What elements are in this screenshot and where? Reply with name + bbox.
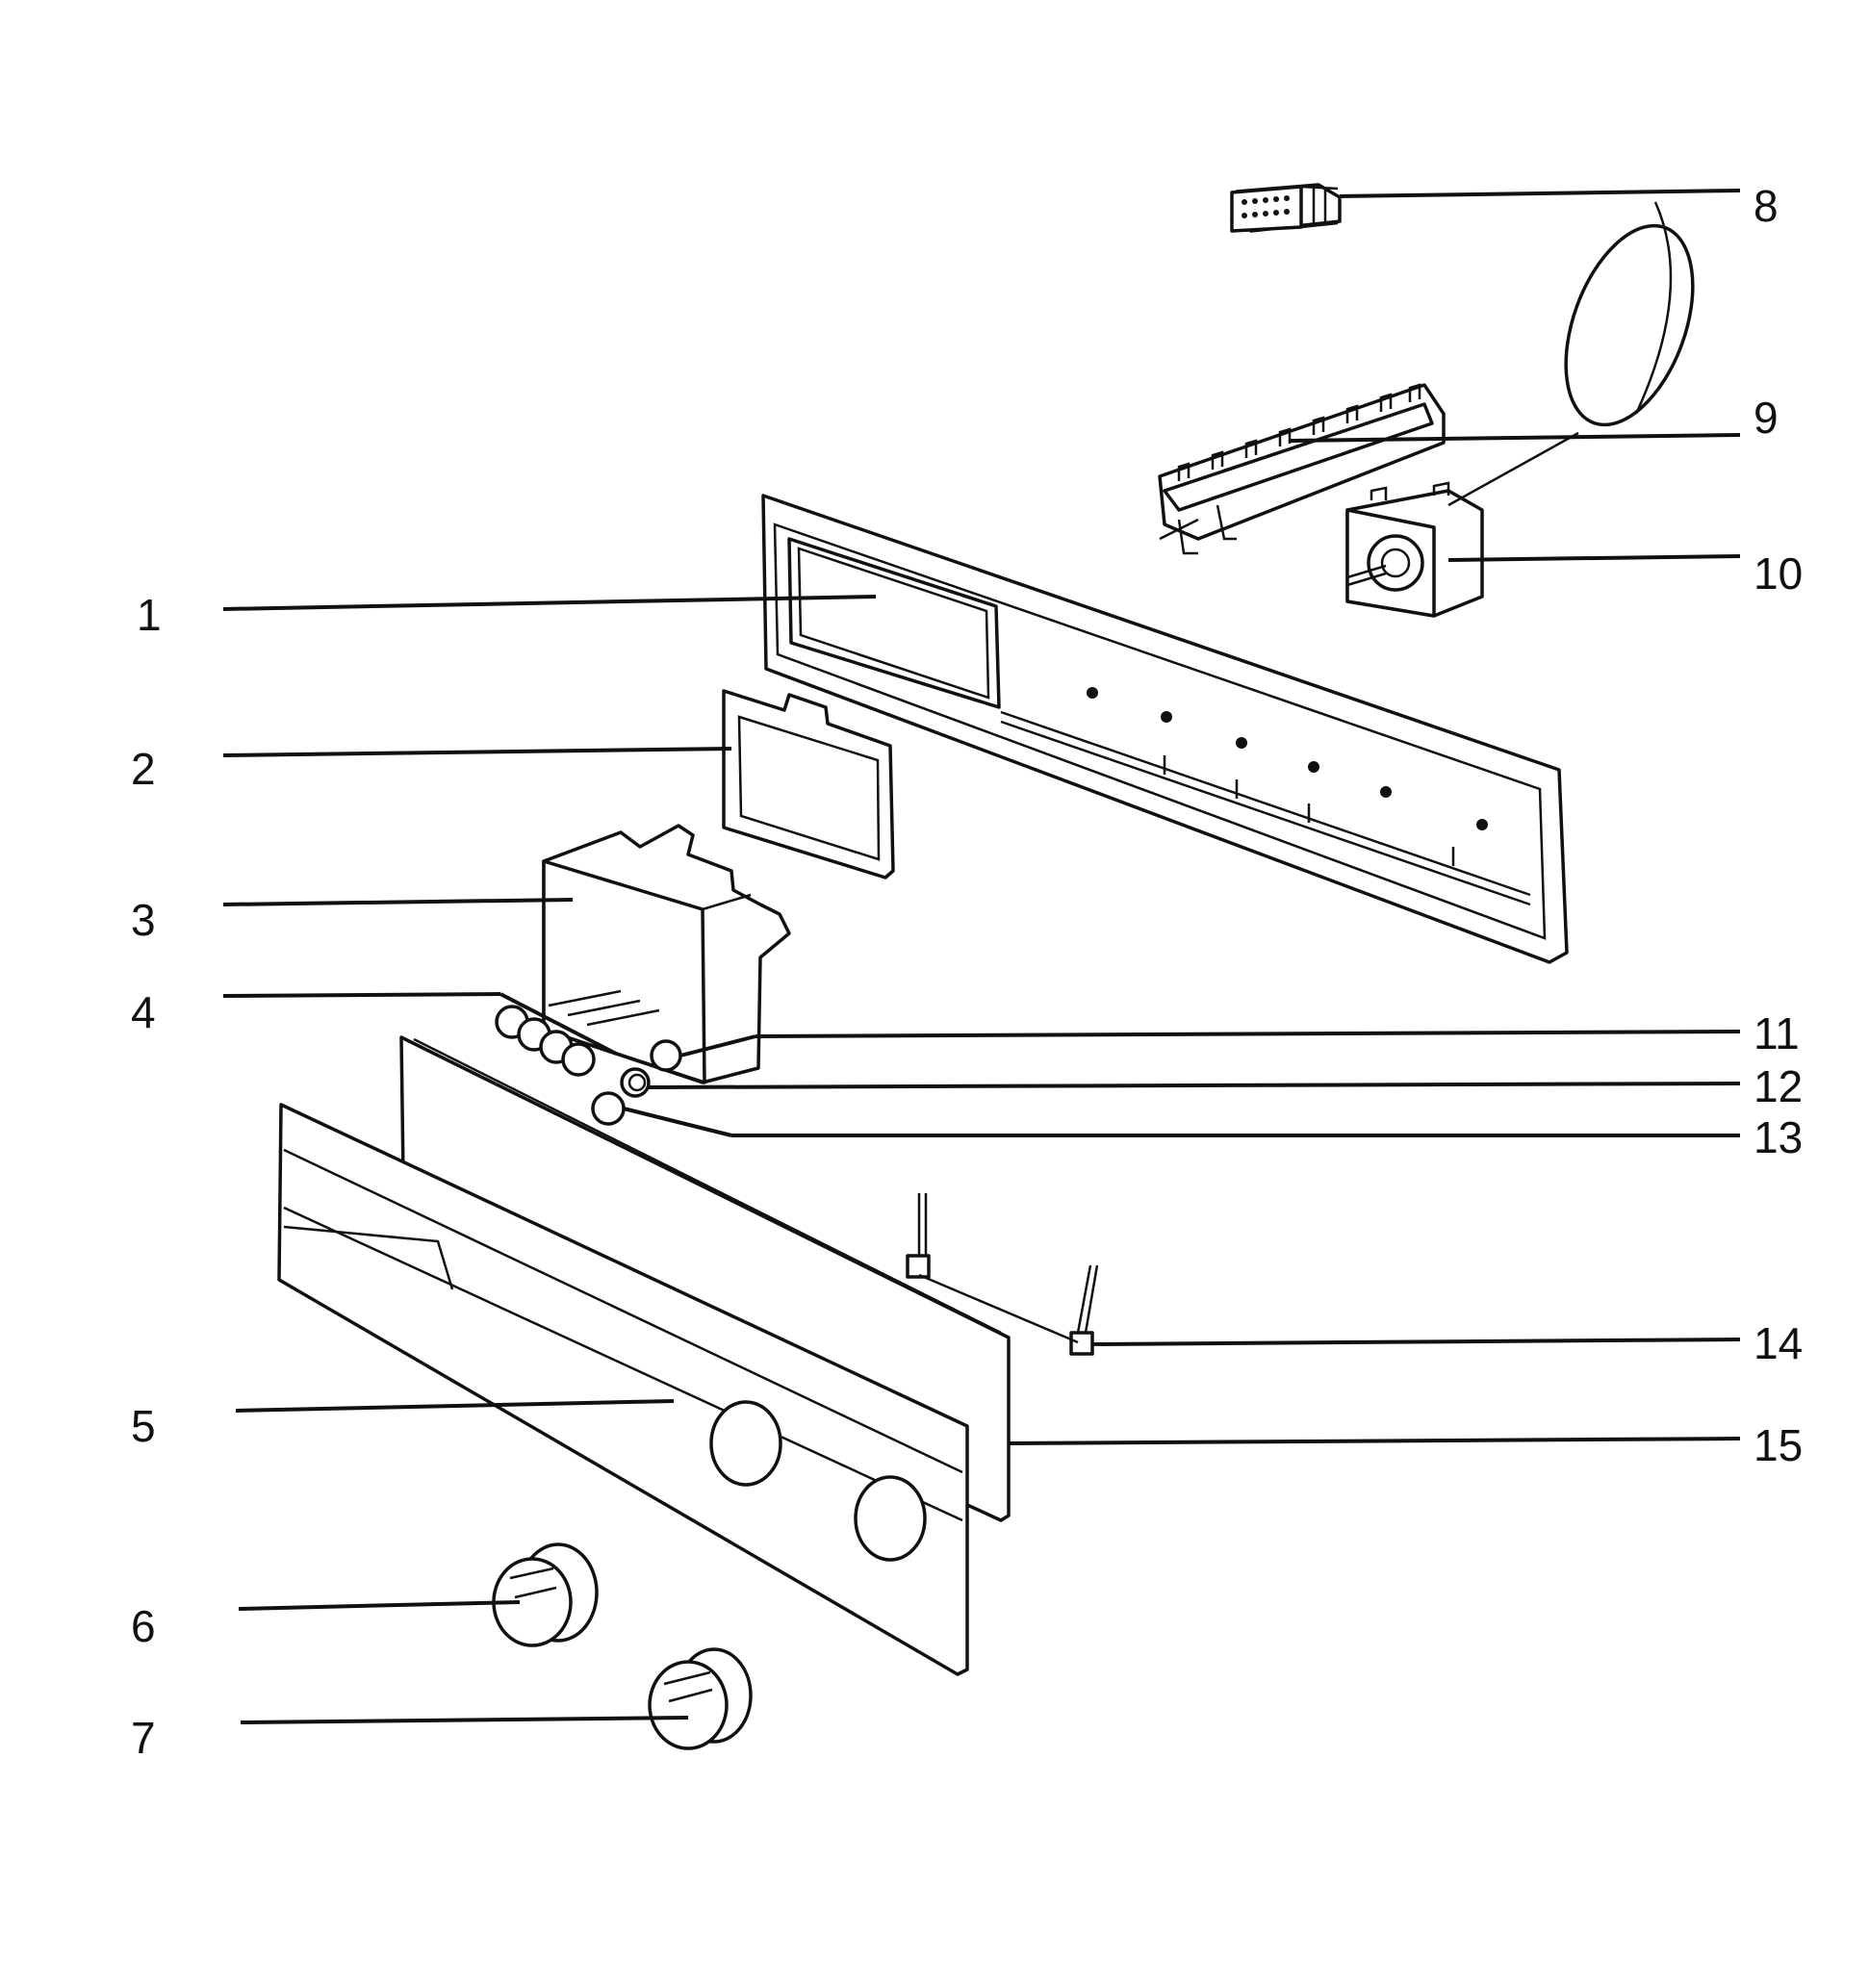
part-12-knob	[620, 1067, 651, 1098]
callout-7: 7	[131, 1713, 156, 1763]
callout-2: 2	[131, 744, 156, 794]
part-2-display-window	[722, 689, 895, 879]
part-6-knob	[492, 1542, 599, 1647]
part-13-knob	[591, 1091, 626, 1126]
callout-9: 9	[1754, 393, 1779, 443]
callout-10: 10	[1754, 548, 1803, 599]
part-5-front-panel	[277, 1103, 969, 1676]
callout-3: 3	[131, 895, 156, 945]
callout-14: 14	[1754, 1318, 1803, 1368]
callout-13: 13	[1754, 1112, 1803, 1162]
callout-12: 12	[1754, 1061, 1803, 1111]
part-9-switch-block	[1158, 201, 1695, 555]
callout-4: 4	[131, 987, 156, 1037]
part-7-knob	[648, 1647, 753, 1750]
callout-5: 5	[131, 1401, 156, 1451]
callout-8: 8	[1754, 181, 1779, 231]
part-4-push-buttons	[495, 989, 660, 1077]
part-11-knob	[650, 1039, 682, 1072]
callout-1: 1	[137, 590, 162, 640]
part-3-housing	[542, 824, 791, 1084]
callout-15: 15	[1754, 1420, 1803, 1470]
part-14-terminals	[906, 1193, 1099, 1356]
callout-11: 11	[1754, 1008, 1800, 1058]
part-10-timer	[1345, 431, 1579, 618]
leader-lines	[222, 189, 1741, 1724]
part-8-connector	[1230, 183, 1342, 233]
part-1-control-panel	[761, 494, 1569, 964]
callout-6: 6	[131, 1601, 156, 1651]
